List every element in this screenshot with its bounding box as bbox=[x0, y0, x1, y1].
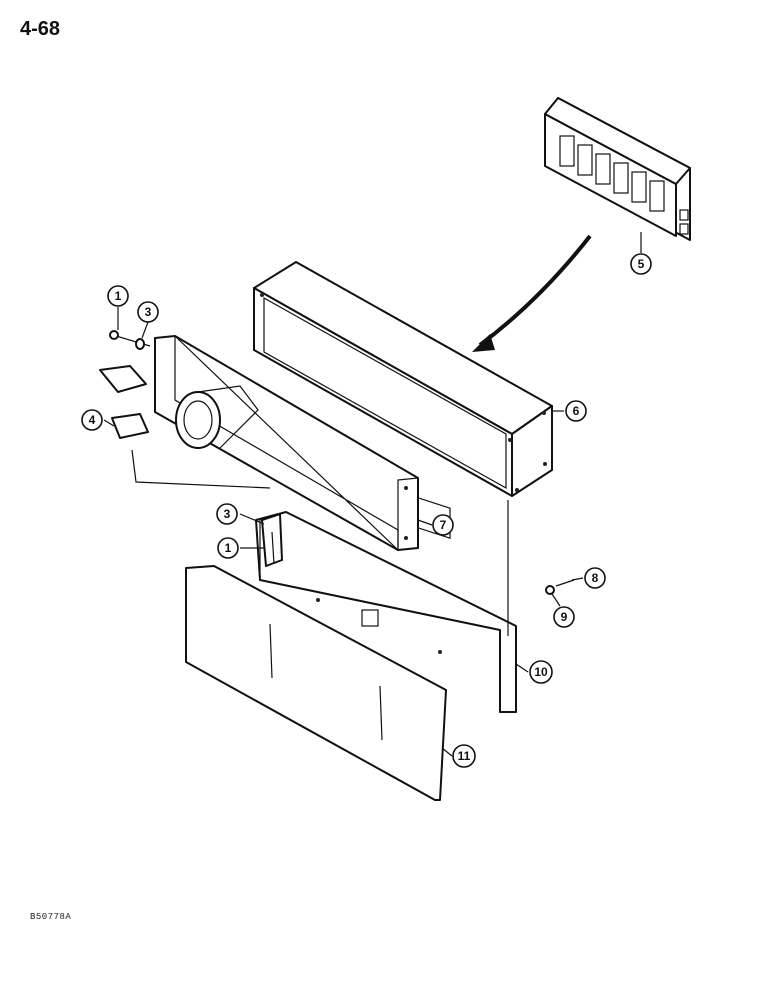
callout-1-lower: 1 bbox=[217, 537, 239, 559]
svg-text:10: 10 bbox=[534, 665, 548, 679]
part-5-switch-panel bbox=[544, 97, 691, 241]
install-arrow bbox=[472, 234, 592, 352]
fastener-screw-1a bbox=[109, 330, 151, 347]
svg-text:1: 1 bbox=[115, 289, 122, 303]
svg-text:11: 11 bbox=[458, 749, 471, 763]
figure-code: B50778A bbox=[30, 912, 72, 922]
callout-1-top: 1 bbox=[107, 285, 129, 307]
svg-text:4: 4 bbox=[89, 413, 96, 427]
svg-text:9: 9 bbox=[561, 610, 568, 624]
callout-6: 6 bbox=[565, 400, 587, 422]
fastener-8-9 bbox=[545, 579, 575, 595]
svg-text:1: 1 bbox=[225, 541, 232, 555]
svg-text:3: 3 bbox=[145, 305, 152, 319]
part-4-clips bbox=[99, 365, 271, 489]
svg-text:6: 6 bbox=[573, 404, 580, 418]
part-11-cover-panel bbox=[185, 565, 447, 801]
callout-8: 8 bbox=[584, 567, 606, 589]
svg-text:3: 3 bbox=[224, 507, 231, 521]
callout-3-lower: 3 bbox=[216, 503, 238, 525]
svg-text:5: 5 bbox=[638, 257, 645, 271]
part-10-bottom-plate bbox=[255, 511, 517, 713]
part-7-duct-plate bbox=[154, 334, 419, 552]
callout-10: 10 bbox=[529, 660, 553, 684]
callout-3-top: 3 bbox=[137, 301, 159, 323]
leader-lines bbox=[103, 232, 642, 757]
fastener-washer-3a bbox=[135, 338, 145, 350]
callout-4: 4 bbox=[81, 409, 103, 431]
callout-7: 7 bbox=[432, 514, 454, 536]
callout-5: 5 bbox=[630, 253, 652, 275]
fastener-1b-3b bbox=[261, 513, 283, 567]
part-6-housing bbox=[253, 261, 553, 540]
svg-text:8: 8 bbox=[592, 571, 599, 585]
svg-text:7: 7 bbox=[440, 518, 447, 532]
callout-9: 9 bbox=[553, 606, 575, 628]
page-number: 4-68 bbox=[20, 18, 61, 40]
callout-11: 11 bbox=[452, 744, 476, 768]
